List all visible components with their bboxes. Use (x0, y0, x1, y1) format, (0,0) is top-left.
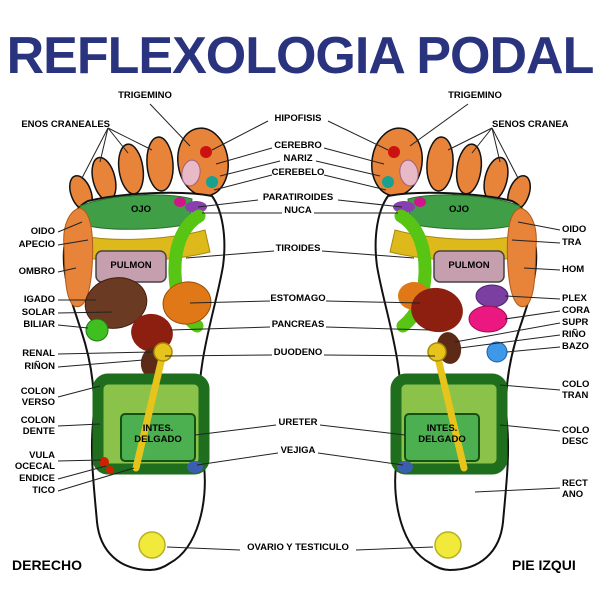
label-tiroides: TIROIDES (275, 243, 321, 254)
label-suprarrenal-right: SUPR (562, 317, 589, 328)
label-colon-ascendente-left-2: DENTE (22, 426, 55, 437)
hipofisis-point-left (200, 146, 212, 158)
label-hipofisis: HIPOFISIS (274, 113, 322, 124)
label-colon-transverso-left-1: COLON (20, 386, 55, 397)
cerebro-zone-right (399, 159, 419, 187)
label-rinon-left: RIÑON (24, 361, 55, 372)
label-duodeno: DUODENO (273, 347, 323, 358)
label-hombro-right: HOM (562, 264, 585, 275)
label-intestino-delgado-right-line2: DELGADO (418, 433, 466, 445)
label-oido-left: OIDO (30, 226, 55, 237)
estomago-zone-left (162, 281, 212, 325)
label-oido-right: OIDO (562, 224, 587, 235)
cerebelo-point-left (206, 176, 218, 188)
cerebro-zone-left (181, 159, 201, 187)
label-senos-craneales-right: SENOS CRANEA (492, 119, 569, 130)
label-cerebro: CEREBRO (274, 140, 322, 151)
label-hombro-left: OMBRO (18, 266, 55, 277)
label-colon-transverso-right-2: TRAN (562, 390, 589, 401)
ciatico-line-right (434, 354, 468, 472)
label-vesicula-biliar-left: BILIAR (23, 319, 55, 330)
oido-hombro-zone-right (506, 207, 537, 308)
right-foot-toes (371, 127, 531, 212)
label-corazon-right: CORA (562, 305, 590, 316)
higado-zone-left (84, 277, 148, 329)
label-apendice-left: ENDICE (19, 473, 55, 484)
label-intestino-delgado-left: INTES. DELGADO (134, 423, 182, 446)
label-estomago: ESTOMAGO (270, 293, 326, 304)
label-intestino-delgado-right-line1: INTES. (426, 423, 458, 434)
label-intestino-delgado-right: INTES. DELGADO (418, 423, 466, 446)
connector-lines (57, 103, 561, 551)
label-pancreas: PANCREAS (271, 319, 325, 330)
label-rinon-right: RIÑO (562, 329, 586, 340)
label-intestino-delgado-left-line1: INTES. (142, 423, 174, 434)
nuca-point-left (174, 197, 186, 207)
label-higado-left: IGADO (23, 294, 55, 305)
vejiga-zone-right (397, 461, 413, 473)
ciatico-line-left (132, 354, 166, 472)
oido-hombro-zone-left (63, 207, 94, 308)
label-intestino-delgado-left-line2: DELGADO (134, 433, 182, 445)
ovario-testiculo-point-right (434, 531, 462, 559)
label-plexo-solar-left: SOLAR (21, 307, 55, 318)
vejiga-zone-left (187, 461, 203, 473)
vesicula-biliar-point-left (85, 318, 109, 342)
label-nuca: NUCA (284, 205, 312, 216)
label-ciatico-left: TICO (32, 485, 55, 496)
apendice-point-left (99, 457, 109, 467)
nuca-point-right (414, 197, 426, 207)
ovario-testiculo-point-left (138, 531, 166, 559)
hipofisis-point-right (388, 146, 400, 158)
corazon-zone-right (468, 305, 508, 333)
valvula-point-left (106, 466, 114, 474)
label-cerebelo: CEREBELO (271, 167, 325, 178)
label-plexo-right: PLEX (562, 293, 587, 304)
suprarrenal-point-right (427, 342, 447, 362)
label-ojo-right: OJO (448, 204, 470, 215)
label-colon-descendente-right-1: COLO (562, 425, 590, 436)
label-ovario-testiculo: OVARIO Y TESTICULO (247, 542, 349, 553)
estomago-zone-right (411, 287, 463, 333)
label-colon-ascendente-left-1: COLON (20, 415, 55, 426)
label-ano-right: ANO (562, 489, 584, 500)
label-nariz: NARIZ (283, 153, 313, 164)
footer-izquierdo: PIE IZQUI (512, 557, 576, 573)
right-toe-3 (455, 143, 483, 195)
right-foot-illustration (371, 127, 538, 572)
left-toe-3 (117, 143, 145, 195)
label-trapecio-left: APECIO (18, 239, 55, 250)
label-paratiroides: PARATIROIDES (262, 192, 334, 203)
label-suprarrenal-left: RENAL (22, 348, 55, 359)
label-trigemino-left: TRIGEMINO (118, 90, 172, 101)
left-toe-2 (146, 136, 174, 192)
label-colon-descendente-right-2: DESC (562, 436, 589, 447)
label-ureter: URETER (278, 417, 318, 428)
label-recto-right: RECT (562, 478, 588, 489)
label-colon-transverso-left-2: VERSO (21, 397, 55, 408)
label-ojo-left: OJO (130, 204, 152, 215)
label-valvula-left: VULA (29, 450, 55, 461)
bazo-point-right (486, 341, 508, 363)
label-pulmon-right: PULMON (448, 260, 490, 271)
label-pulmon-left: PULMON (110, 260, 152, 271)
label-vejiga: VEJIGA (280, 445, 316, 456)
cerebelo-point-right (382, 176, 394, 188)
suprarrenal-point-left (153, 342, 173, 362)
label-bazo-right: BAZO (562, 341, 589, 352)
label-ileocecal-left: OCECAL (14, 461, 55, 472)
right-toe-2 (426, 136, 454, 192)
pulmon-zone-right (433, 250, 505, 283)
label-trigemino-right: TRIGEMINO (448, 90, 502, 101)
label-colon-right-1: COLO (562, 379, 590, 390)
footer-derecho: DERECHO (12, 557, 83, 573)
label-trapecio-right: TRA (562, 237, 582, 248)
left-foot-illustration (62, 127, 229, 572)
page-title: REFLEXOLOGIA PODAL (6, 27, 595, 85)
plexo-zone-right (475, 284, 509, 308)
label-senos-craneales-left: ENOS CRANEALES (21, 119, 110, 130)
